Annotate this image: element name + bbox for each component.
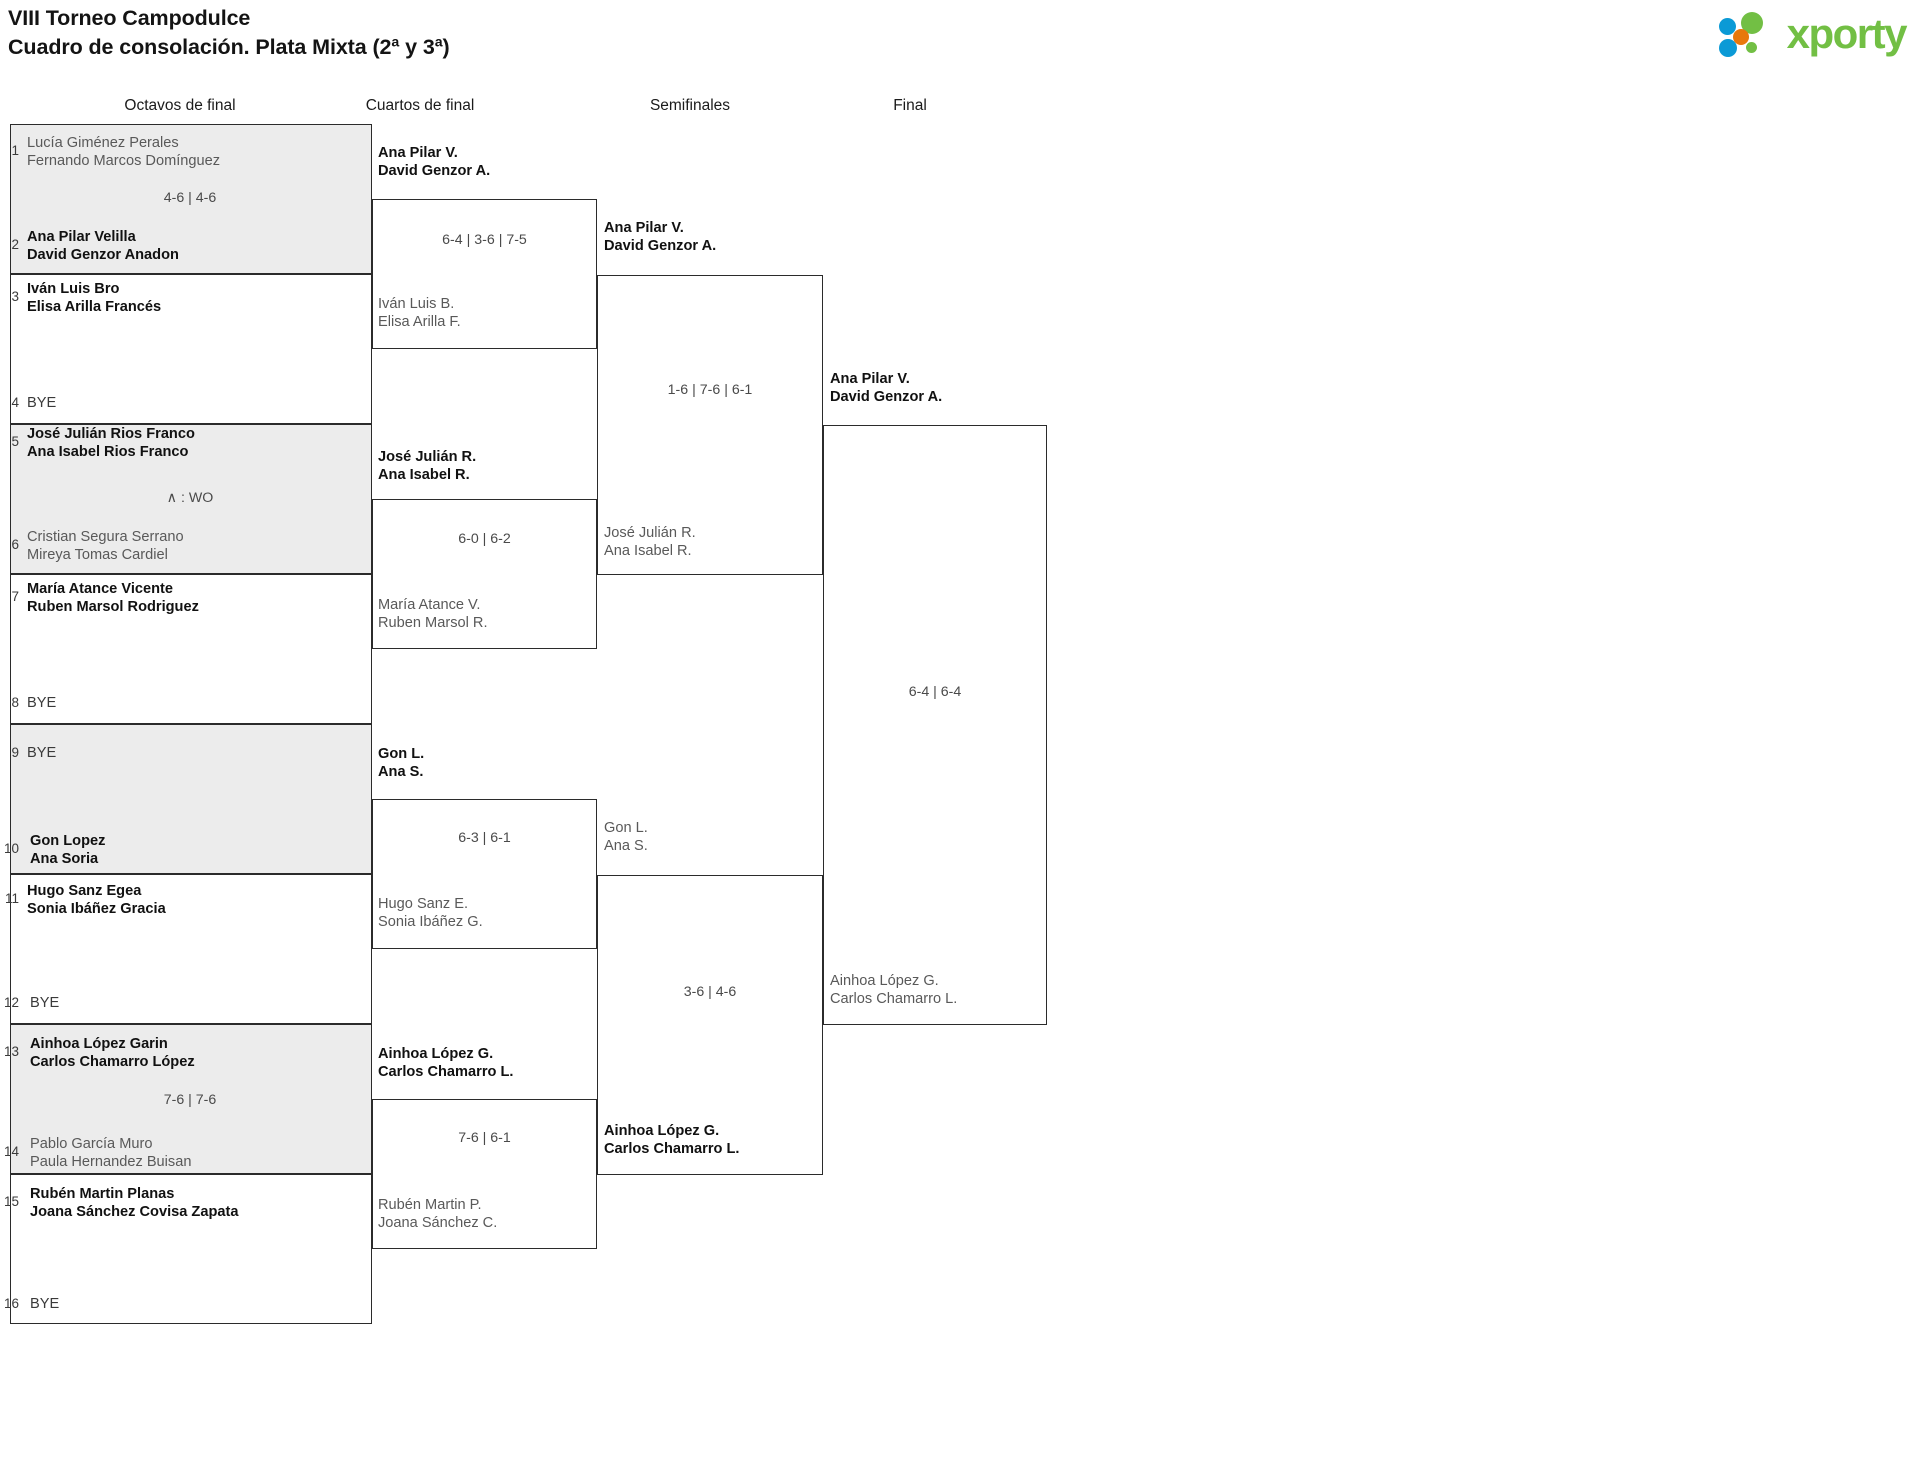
r16-player-8: BYE [27,695,57,711]
r16-score-1: 4-6 | 4-6 [163,190,217,206]
r16-player-9: BYE [27,745,57,761]
sf-score-1: 1-6 | 7-6 | 6-1 [667,382,753,398]
qf-score-2: 6-0 | 6-2 [458,531,511,547]
sf-connector-1 [597,275,823,575]
r16-score-7: 7-6 | 7-6 [163,1092,217,1108]
seed-number: 3 [11,289,19,304]
seed-number: 6 [11,537,19,552]
qf-connector-1 [372,199,597,349]
logo-dots-icon [1718,10,1781,58]
qf-player-8: Rubén Martin P.Joana Sánchez C. [378,1197,498,1232]
seed-number: 14 [3,1144,19,1159]
sf-score-2: 3-6 | 4-6 [683,984,737,1000]
qf-connector-2 [372,499,597,649]
qf-connector-3 [372,799,597,949]
sf-player-1: Ana Pilar V.David Genzor A. [604,220,717,255]
sf-player-2: José Julián R.Ana Isabel R. [604,525,696,560]
final-player-1: Ana Pilar V.David Genzor A. [830,371,943,406]
r16-match-block-4 [10,574,372,724]
round-header-final: Final [893,97,927,114]
qf-score-4: 7-6 | 6-1 [458,1130,511,1146]
logo-wordmark: xporty [1786,10,1908,57]
r16-score-3: ∧ : WO [166,490,214,506]
seed-number: 15 [3,1194,19,1209]
seed-number: 9 [11,745,19,760]
seed-number: 10 [3,841,19,856]
qf-score-3: 6-3 | 6-1 [458,830,511,846]
qf-player-7: Ainhoa López G.Carlos Chamarro L. [378,1046,514,1081]
final-score: 6-4 | 6-4 [908,684,962,700]
r16-match-block-8 [10,1174,372,1324]
sf-player-3: Gon L.Ana S. [604,820,648,855]
r16-match-block-2 [10,274,372,424]
round-header-octavos: Octavos de final [124,97,236,114]
final-connector [823,425,1047,1025]
xporty-logo: xporty [1718,10,1908,58]
r16-match-block-3 [10,424,372,574]
qf-player-1: Ana Pilar V.David Genzor A. [378,145,491,180]
r16-match-block-1 [10,124,372,274]
qf-player-4: María Atance V.Ruben Marsol R. [378,597,488,632]
page-title: VIII Torneo Campodulce Cuadro de consola… [8,4,450,62]
seed-number: 16 [3,1296,19,1311]
final-player-2: Ainhoa López G.Carlos Chamarro L. [830,973,958,1008]
seed-number: 12 [3,995,19,1010]
qf-score-1: 6-4 | 3-6 | 7-5 [442,232,527,248]
bracket-subtitle: Cuadro de consolación. Plata Mixta (2ª y… [8,35,450,59]
seed-number: 8 [11,695,19,710]
round-header-cuartos: Cuartos de final [365,97,475,114]
seed-number: 11 [4,891,19,906]
r16-player-16: BYE [30,1296,60,1312]
r16-match-block-7 [10,1024,372,1174]
sf-player-4: Ainhoa López G.Carlos Chamarro L. [604,1123,740,1158]
qf-player-3: José Julián R.Ana Isabel R. [378,449,477,484]
qf-player-5: Gon L.Ana S. [378,746,425,781]
seed-number: 13 [3,1044,19,1059]
seed-number: 5 [11,434,19,449]
r16-match-block-5 [10,724,372,874]
r16-player-12: BYE [30,995,60,1011]
round-header-semifinales: Semifinales [649,97,731,114]
seed-number: 7 [11,589,19,604]
sf-connector-2 [597,875,823,1175]
seed-number: 1 [11,143,19,158]
seed-number: 4 [11,395,19,410]
r16-player-4: BYE [27,395,57,411]
tournament-name: VIII Torneo Campodulce [8,6,251,30]
qf-connector-4 [372,1099,597,1249]
qf-player-6: Hugo Sanz E.Sonia Ibáñez G. [378,896,483,931]
r16-match-block-6 [10,874,372,1024]
qf-player-2: Iván Luis B.Elisa Arilla F. [378,296,461,331]
seed-number: 2 [11,237,19,252]
